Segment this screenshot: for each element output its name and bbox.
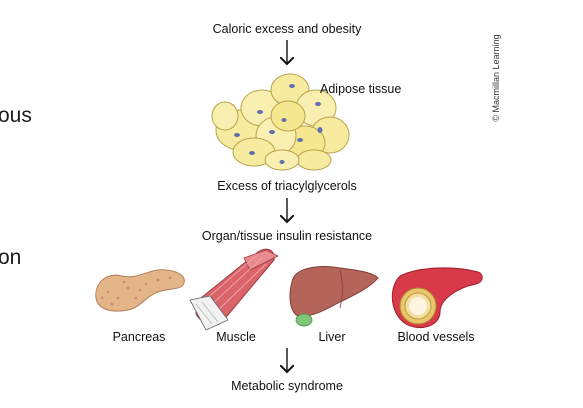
insulin-resistance-label: Organ/tissue insulin resistance (201, 229, 373, 243)
pancreas-label: Pancreas (112, 330, 166, 344)
adipose-nuclei (234, 84, 323, 164)
liver-illustration (289, 266, 379, 327)
muscle-illustration (189, 248, 279, 331)
muscle-label: Muscle (216, 330, 256, 344)
blood-vessels-label: Blood vessels (397, 330, 475, 344)
blood-vessel-illustration (391, 267, 483, 328)
adipose-tissue-label: Adipose tissue (320, 82, 402, 96)
metabolic-syndrome-label: Metabolic syndrome (231, 379, 343, 393)
cropped-text-fragment-bottom: on (0, 246, 22, 269)
adipose-tissue-illustration (211, 73, 350, 171)
copyright-credit: © Macmillan Learning (491, 34, 501, 122)
caloric-excess-label: Caloric excess and obesity (212, 22, 362, 36)
liver-label: Liver (318, 330, 346, 344)
pancreas-illustration (95, 269, 185, 312)
triacylglycerols-label: Excess of triacylglycerols (217, 179, 357, 193)
cropped-text-fragment-top: ous (0, 104, 32, 127)
